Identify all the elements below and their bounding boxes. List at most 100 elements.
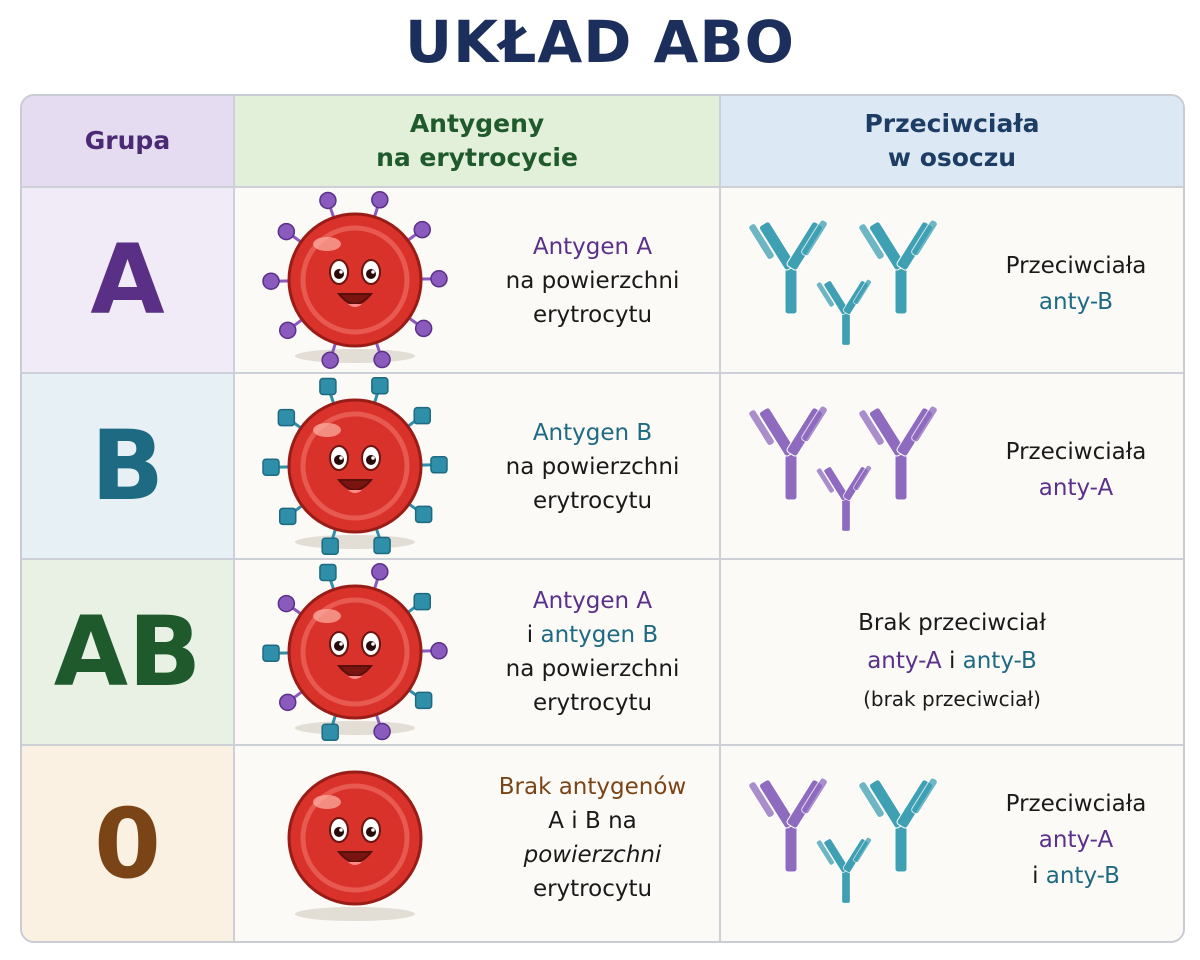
antibody-icon: [858, 405, 938, 501]
antigen-a-icon: [373, 722, 391, 741]
page-title: UKŁAD ABO: [405, 8, 795, 76]
and-word: i: [1032, 863, 1039, 889]
antigen-b-icon: [430, 456, 448, 474]
group-b-label: B: [22, 374, 235, 560]
antibody-line: Przeciwciała: [1005, 253, 1147, 279]
antibody-icon: [858, 777, 938, 873]
abo-table: Grupa Antygeny na erytrocycie Przeciwcia…: [20, 94, 1185, 943]
antigen-a-icon: [413, 220, 432, 239]
anti-a-label: anty-A: [1038, 475, 1114, 501]
antibody-icon: [748, 405, 938, 532]
anti-b-label: anty-B: [1038, 289, 1114, 315]
antibody-icon: [748, 219, 828, 315]
anti-a-label: anty-A: [867, 648, 942, 674]
antibody-icon: [748, 777, 828, 873]
antigen-cell-ab: Antygen A i antygen B na powierzchni ery…: [235, 560, 721, 746]
antibody-cell-0: Przeciwciała anty-A i anty-B: [721, 746, 1183, 941]
antibody-icon: [748, 777, 938, 904]
antigen-text-b: Antygen B na powierzchni erytrocytu: [485, 416, 700, 518]
red-blood-cell-icon: [262, 377, 448, 555]
antigen-b-icon: [321, 537, 339, 555]
antigen-b-icon: [371, 377, 389, 395]
antigen-b-icon: [373, 536, 391, 555]
on-word: na: [608, 808, 637, 834]
antigen-b-label: antygen B: [540, 622, 659, 648]
antigen-b-icon: [278, 507, 297, 526]
antigen-ab-word: A i B: [548, 808, 601, 834]
antibody-icon: [748, 405, 828, 501]
red-blood-cell-icon: [287, 770, 423, 921]
antigen-a-icon: [278, 321, 297, 340]
antibody-icon: [858, 219, 938, 315]
antigen-line: powierzchni: [523, 842, 662, 868]
group-a-label: A: [22, 188, 235, 374]
antigen-a-label: Antygen A: [532, 588, 653, 614]
antibody-line: anty-A i anty-B: [721, 642, 1183, 680]
antigen-b-icon: [319, 377, 337, 396]
and-word: i: [526, 622, 534, 648]
antigen-b-icon: [414, 691, 433, 710]
antigen-cell-b: Antygen B na powierzchni erytrocytu: [235, 374, 721, 560]
antigen-cell-0: Brak antygenów A i B na powierzchni eryt…: [235, 746, 721, 941]
antigen-b-icon: [413, 406, 432, 425]
antigen-text-0: Brak antygenów A i B na powierzchni eryt…: [485, 770, 700, 906]
antigen-text-a: Antygen A na powierzchni erytrocytu: [485, 230, 700, 332]
red-blood-cell-icon: [262, 563, 448, 741]
antibody-icon: [816, 837, 872, 904]
antigen-line: erytrocytu: [532, 876, 653, 902]
antigen-cell-a: Antygen A na powierzchni erytrocytu: [235, 188, 721, 374]
antigen-a-icon: [277, 594, 296, 613]
antigen-line: A i B na: [485, 804, 700, 838]
antibody-line: i anty-B: [991, 858, 1161, 894]
antibody-cell-a: Przeciwciała anty-B: [721, 188, 1183, 374]
antigen-line: na powierzchni: [505, 454, 680, 480]
antibody-icon: [748, 219, 938, 346]
antigen-b-icon: [414, 505, 433, 524]
antibody-note: (brak przeciwciał): [863, 687, 1041, 711]
antibody-text-0: Przeciwciała anty-A i anty-B: [991, 786, 1161, 894]
antigen-line: erytrocytu: [532, 488, 653, 514]
antibody-text-b: Przeciwciała anty-A: [991, 434, 1161, 506]
antigen-a-icon: [373, 350, 391, 369]
antigen-a-icon: [278, 693, 297, 712]
header-group: Grupa: [22, 96, 235, 188]
group-0-label: 0: [22, 746, 235, 941]
antigen-b-label: Antygen B: [532, 420, 653, 446]
anti-b-label: anty-B: [1045, 863, 1120, 889]
antigen-a-icon: [414, 319, 433, 338]
antigen-b-icon: [319, 563, 337, 582]
antibody-line: Przeciwciała: [1005, 791, 1147, 817]
antigen-line: na powierzchni: [505, 268, 680, 294]
antigen-a-icon: [371, 191, 389, 209]
antigen-line: erytrocytu: [532, 302, 653, 328]
and-word: i: [948, 648, 956, 674]
antigen-line: erytrocytu: [532, 690, 653, 716]
antigen-a-icon: [321, 351, 339, 369]
antigen-line: na powierzchni: [505, 656, 680, 682]
antigen-a-icon: [371, 563, 389, 581]
antibody-icon: [816, 465, 872, 532]
group-ab-label: AB: [22, 560, 235, 746]
anti-b-label: anty-B: [962, 648, 1037, 674]
antibody-icon: [816, 279, 872, 346]
antigen-b-icon: [277, 408, 296, 427]
antigen-line: i antygen B: [485, 618, 700, 652]
header-antibodies: Przeciwciała w osoczu: [721, 96, 1183, 188]
no-antigen-label: Brak antygenów: [498, 774, 687, 800]
antigen-text-ab: Antygen A i antygen B na powierzchni ery…: [485, 584, 700, 720]
antibody-line: Brak przeciwciał: [858, 610, 1046, 636]
antigen-a-label: Antygen A: [532, 234, 653, 260]
anti-a-label: anty-A: [1038, 827, 1114, 853]
antigen-b-icon: [413, 592, 432, 611]
red-blood-cell-icon: [262, 191, 448, 369]
antigen-b-icon: [262, 458, 280, 476]
antibody-cell-b: Przeciwciała anty-A: [721, 374, 1183, 560]
antigen-b-icon: [262, 644, 280, 662]
antigen-a-icon: [277, 222, 296, 241]
antibody-cell-ab: Brak przeciwciał anty-A i anty-B (brak p…: [721, 560, 1183, 746]
antigen-b-icon: [321, 723, 339, 741]
antibody-line: Przeciwciała: [1005, 439, 1147, 465]
antigen-a-icon: [430, 270, 448, 288]
antibody-text-a: Przeciwciała anty-B: [991, 248, 1161, 320]
antibody-text-ab: Brak przeciwciał anty-A i anty-B (brak p…: [721, 604, 1183, 718]
